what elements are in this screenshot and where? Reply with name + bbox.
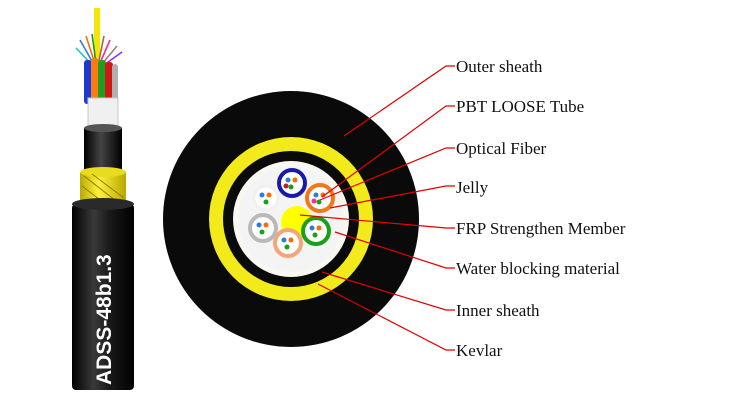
outer-sheath-segment (72, 204, 134, 390)
frp-rod (94, 8, 100, 58)
leader-line-optical-fiber (319, 147, 455, 201)
tube-blue (277, 168, 307, 198)
leader-line-pbt-tube (321, 105, 455, 198)
loose-tubes-bundle (84, 58, 118, 104)
tube-green (301, 216, 331, 246)
labels: Outer sheath PBT LOOSE Tube Optical Fibe… (456, 57, 626, 360)
tube-peach (273, 228, 303, 258)
label-water-blocking-material: Water blocking material (456, 259, 620, 278)
leader-line-water-blocking (334, 231, 455, 269)
cable-cutaway: ADSS-48b1.3 (72, 8, 134, 390)
label-frp-strengthen-member: FRP Strengthen Member (456, 219, 626, 238)
label-pbt-loose-tube: PBT LOOSE Tube (456, 97, 584, 116)
label-inner-sheath: Inner sheath (456, 301, 540, 320)
cable-marking: ADSS-48b1.3 (93, 254, 116, 385)
leader-line-outer-sheath (343, 65, 455, 137)
label-kevlar: Kevlar (456, 341, 503, 360)
leader-line-jelly (329, 185, 455, 209)
label-outer-sheath: Outer sheath (456, 57, 543, 76)
cross-section (163, 91, 419, 347)
leader-line-inner-sheath (321, 271, 455, 311)
leader-line-kevlar (317, 283, 455, 351)
tube-gray (248, 213, 278, 243)
leader-line-frp (299, 214, 455, 229)
leader-lines (299, 65, 455, 351)
label-optical-fiber: Optical Fiber (456, 139, 547, 158)
tube-white (252, 184, 280, 212)
label-jelly: Jelly (456, 178, 489, 197)
tube-orange (305, 183, 335, 213)
